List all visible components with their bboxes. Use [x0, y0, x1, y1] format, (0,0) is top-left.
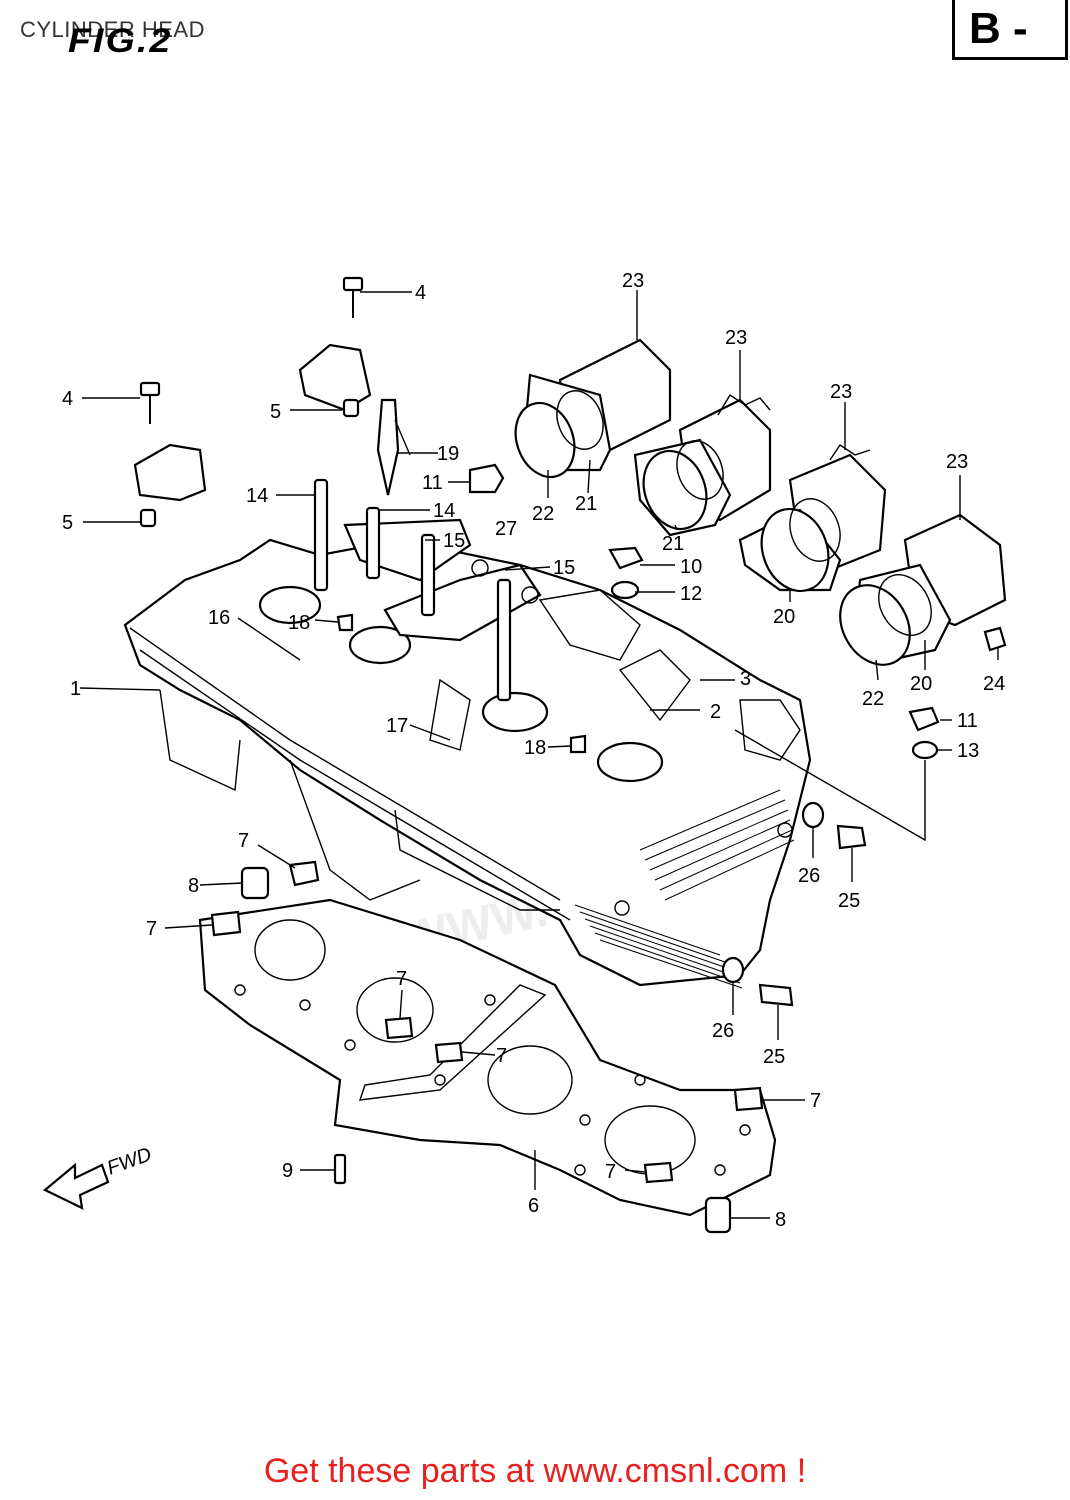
callout: 27 [495, 518, 517, 540]
callout: 5 [62, 512, 73, 534]
callout: 21 [575, 493, 597, 515]
callout: 1 [70, 678, 81, 700]
callout: 22 [862, 688, 884, 710]
callout: 5 [270, 401, 281, 423]
intake-pipe-3 [738, 444, 887, 593]
callout: 17 [386, 715, 408, 737]
intake-pipes [514, 338, 1007, 666]
callout: 24 [983, 673, 1005, 695]
callout: 8 [775, 1209, 786, 1231]
callout: 6 [528, 1195, 539, 1217]
callout-numbers: 1 2 3 4 4 5 5 6 7 7 7 7 7 7 8 8 9 10 11 … [62, 270, 1005, 1231]
callout: 26 [798, 865, 820, 887]
section-code: B - [969, 3, 1028, 53]
small-hardware [139, 276, 1007, 1234]
callout: 15 [553, 557, 575, 579]
head-gasket [198, 898, 777, 1217]
callout: 13 [957, 740, 979, 762]
callout: 12 [680, 583, 702, 605]
camshaft-holders [133, 343, 372, 502]
callout: 3 [740, 668, 751, 690]
callout: 16 [208, 607, 230, 629]
callout: 20 [773, 606, 795, 628]
callout: 14 [433, 500, 455, 522]
direction-label: FWD [104, 1143, 154, 1179]
callout: 11 [422, 472, 443, 494]
callout: 23 [830, 381, 852, 403]
callout: 7 [238, 830, 249, 852]
forward-arrow-icon: FWD [42, 1143, 155, 1210]
callout: 10 [680, 556, 702, 578]
callout: 7 [146, 918, 157, 940]
callout: 23 [725, 327, 747, 349]
callout: 22 [532, 503, 554, 525]
callout: 25 [838, 890, 860, 912]
intake-pipe-4 [839, 513, 1007, 666]
cylinder-head-body [123, 518, 812, 989]
callout: 23 [622, 270, 644, 292]
callout: 11 [957, 710, 978, 732]
callout: 9 [282, 1160, 293, 1182]
callout: 4 [415, 282, 426, 304]
footer-cta-link[interactable]: Get these parts at www.cmsnl.com ! [263, 1452, 807, 1490]
callout: 4 [62, 388, 73, 410]
page-title: CYLINDER HEAD [20, 17, 205, 42]
callout: 7 [496, 1045, 507, 1067]
callout: 14 [246, 485, 268, 507]
callout: 7 [605, 1161, 616, 1183]
callout: 7 [396, 968, 407, 990]
intake-pipe-2 [633, 394, 772, 537]
section-code-box: B - [952, 0, 1068, 60]
callout: 20 [910, 673, 932, 695]
leader-lines [79, 290, 999, 1219]
callout: 26 [712, 1020, 734, 1042]
callout: 25 [763, 1046, 785, 1068]
callout: 8 [188, 875, 199, 897]
callout: 15 [443, 530, 465, 552]
callout: 18 [288, 612, 310, 634]
callout: 2 [710, 701, 721, 723]
callout: 21 [662, 533, 684, 555]
callout: 18 [524, 737, 546, 759]
callout: 7 [810, 1090, 821, 1112]
callout: 23 [946, 451, 968, 473]
callout: 19 [437, 443, 459, 465]
figure-label: FIG.2 [68, 22, 173, 60]
intake-pipe-1 [514, 338, 672, 479]
